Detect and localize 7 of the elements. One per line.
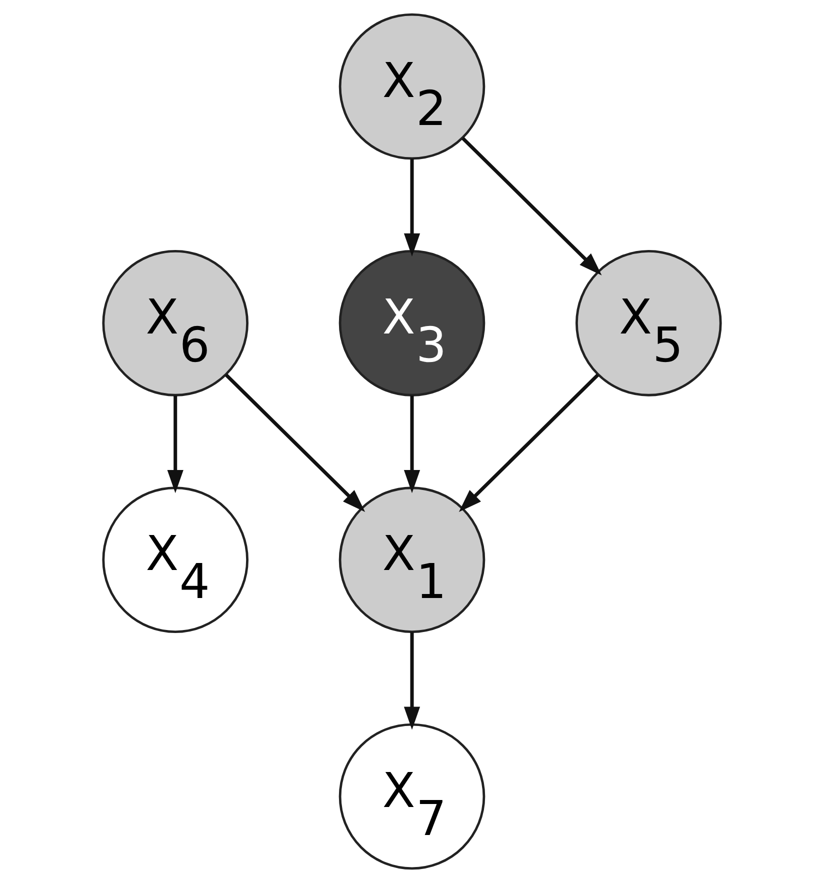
- arrow: [458, 374, 600, 512]
- arrow: [404, 158, 420, 256]
- arrow: [404, 632, 420, 730]
- arrow: [167, 395, 184, 494]
- arrow: [404, 395, 420, 494]
- arrow: [224, 374, 366, 512]
- arrow: [462, 136, 602, 276]
